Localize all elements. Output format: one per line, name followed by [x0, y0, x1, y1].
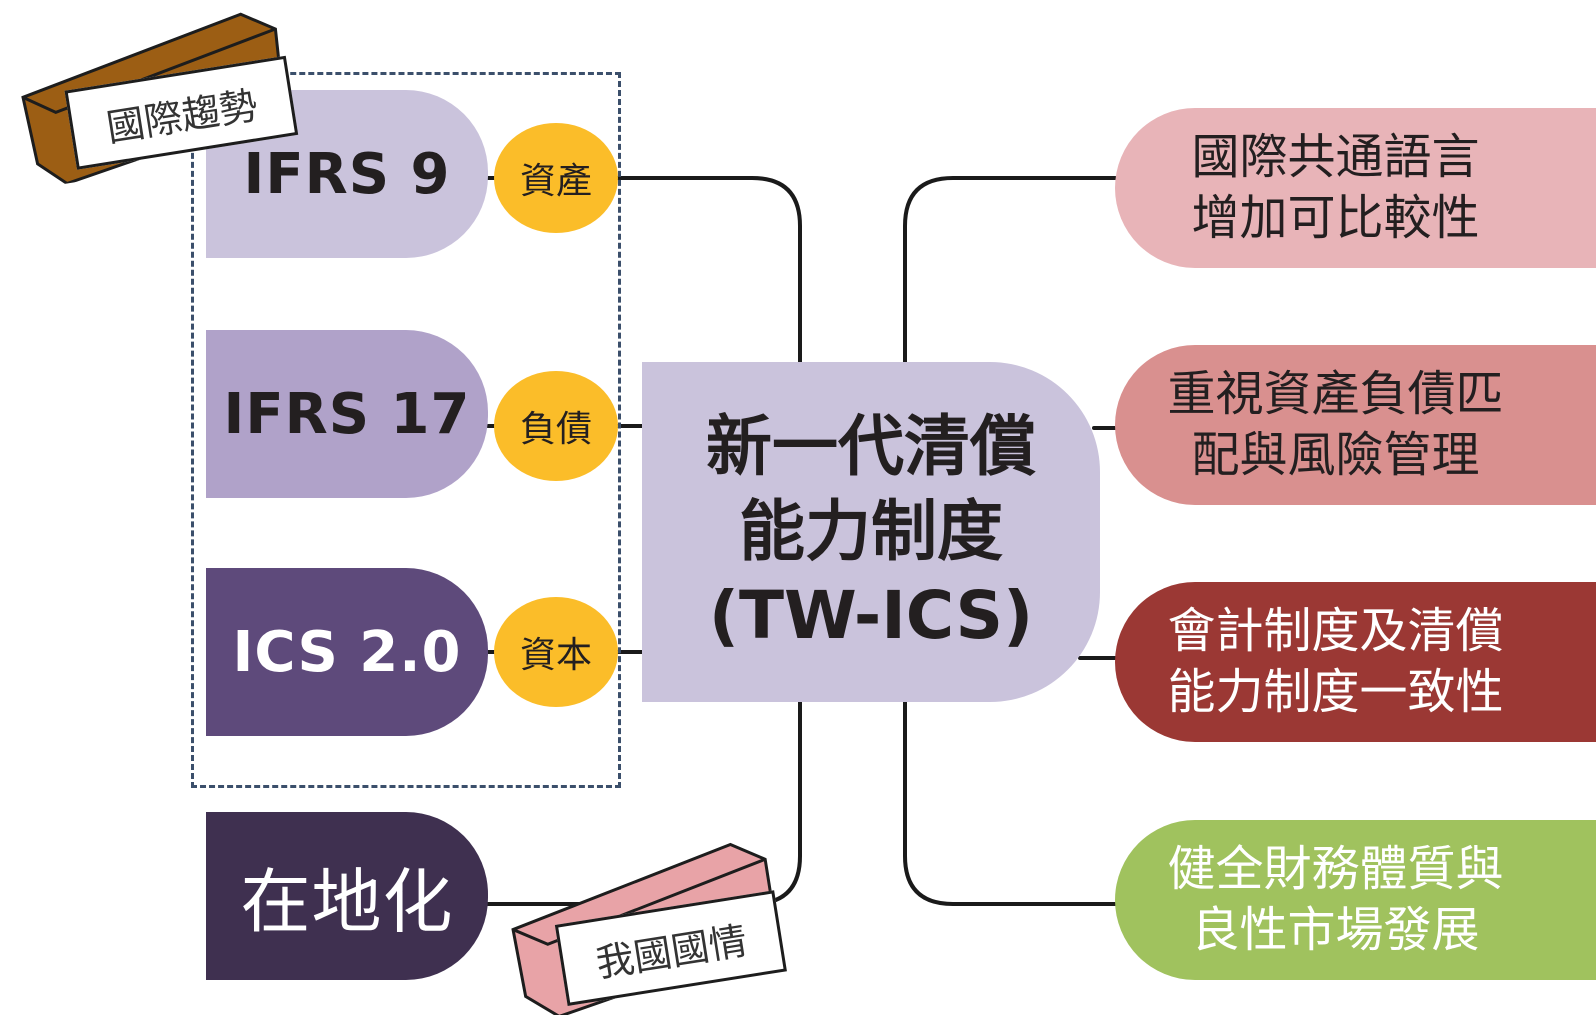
outcome-4-line1: 健全財務體質與: [1167, 840, 1504, 897]
outcome-text-1: 國際共通語言 增加可比較性: [1191, 127, 1479, 250]
input-box-ifrs17: IFRS 17: [206, 330, 488, 498]
center-node: 新一代清償 能力制度 (TW-ICS): [642, 362, 1100, 702]
tag-label-liabilities: 負債: [519, 409, 592, 450]
tag-liabilities: 負債: [494, 371, 618, 481]
stamp-domestic-conditions: 我國國情: [494, 814, 806, 1015]
input-label-ifrs9: IFRS 9: [243, 141, 451, 207]
center-title: 新一代清償 能力制度 (TW-ICS): [706, 405, 1036, 658]
center-title-line2: 能力制度: [739, 492, 1003, 570]
connector-outcome-4: [903, 700, 1117, 906]
stamp-international-trend: 國際趨勢: [4, 0, 314, 190]
tag-assets: 資產: [494, 123, 618, 233]
outcome-text-3: 會計制度及清償 能力制度一致性: [1167, 601, 1503, 724]
center-title-line1: 新一代清償: [706, 408, 1036, 486]
outcome-pill-4: 健全財務體質與 良性市場發展: [1115, 820, 1596, 980]
input-box-ifrs9: IFRS 9: [206, 90, 488, 258]
outcome-text-2: 重視資產負債匹 配與風險管理: [1167, 364, 1503, 487]
connector-outcome-1: [903, 176, 1117, 364]
outcome-4-line2: 良性市場發展: [1191, 902, 1480, 958]
outcome-3-line2: 能力制度一致性: [1167, 664, 1504, 720]
tag-capital: 資本: [494, 597, 618, 707]
outcome-1-line1: 國際共通語言: [1191, 128, 1480, 185]
input-label-ics: ICS 2.0: [232, 619, 462, 685]
outcome-2-line1: 重視資產負債匹: [1167, 365, 1504, 422]
outcome-pill-3: 會計制度及清償 能力制度一致性: [1115, 582, 1596, 742]
outcome-3-line1: 會計制度及清償: [1167, 602, 1504, 659]
outcome-text-4: 健全財務體質與 良性市場發展: [1167, 839, 1503, 962]
outcome-pill-1: 國際共通語言 增加可比較性: [1115, 108, 1596, 268]
input-label-ifrs17: IFRS 17: [223, 381, 471, 447]
outcome-pill-2: 重視資產負債匹 配與風險管理: [1115, 345, 1596, 505]
international-trend-group: [191, 72, 621, 788]
outcome-1-line2: 增加可比較性: [1191, 190, 1480, 246]
input-box-ics: ICS 2.0: [206, 568, 488, 736]
input-label-localization: 在地化: [240, 860, 454, 943]
outcome-2-line2: 配與風險管理: [1191, 427, 1480, 483]
connector-ifrs9: [486, 176, 802, 364]
tag-label-capital: 資本: [519, 635, 592, 676]
center-title-line3: (TW-ICS): [708, 577, 1034, 655]
input-box-localization: 在地化: [206, 812, 488, 980]
tag-label-assets: 資產: [519, 161, 592, 202]
